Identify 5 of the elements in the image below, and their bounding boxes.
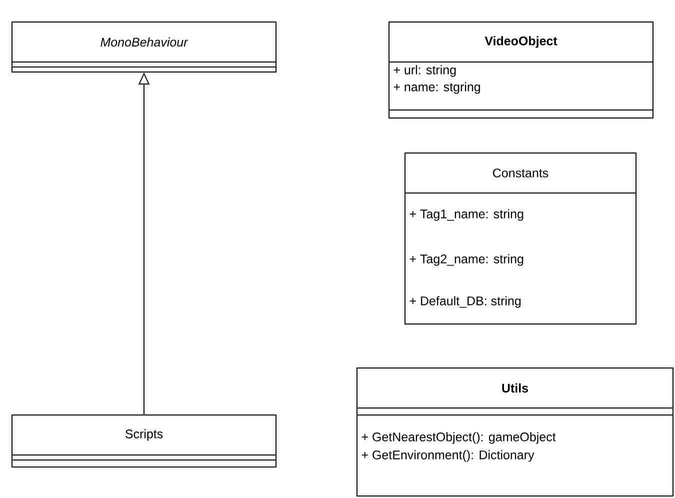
class-box: Constants + Tag1_name: string + Tag2_name: string + Default_DB: string: [404, 152, 636, 324]
class-box: Scripts: [12, 414, 276, 468]
class-box: Utils + GetNearestObject(): gameObject + GetEnvironment(): Dictionary: [356, 368, 674, 496]
class-box: MonoBehaviour: [12, 22, 276, 72]
class-box: VideoObject + url: string + name: stgring: [388, 22, 654, 118]
